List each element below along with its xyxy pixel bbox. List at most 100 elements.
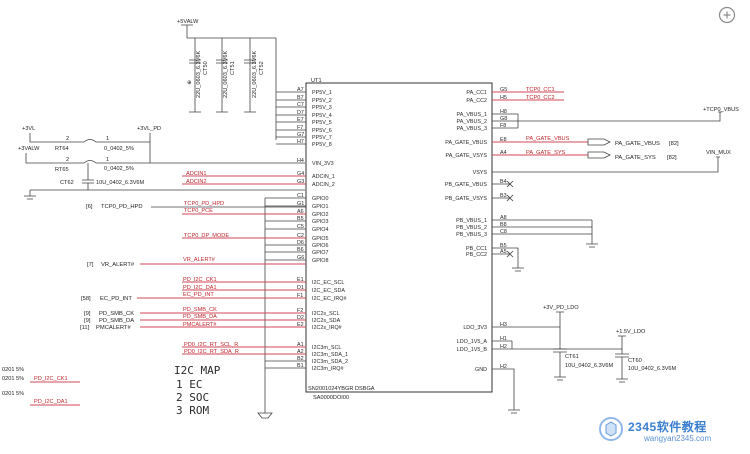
right-signal-nets: TCP0_CC1 TCP0_CC2 +TCP0_VBUS PA_GATE_VBU… — [492, 87, 739, 414]
chip-pin-name-right: PA_VBUS_1 — [457, 112, 487, 118]
chip-pin-ball-right: A5 — [500, 249, 507, 255]
rt65-pin2: 1 — [106, 157, 109, 163]
net-adcin2: ADCIN2 — [186, 179, 207, 185]
label-ec-pd-int: EC_PD_INT — [100, 296, 132, 302]
label-pd-smb-da: PD_SMB_DA — [99, 318, 134, 324]
net-tcp0-cc2: TCP0_CC2 — [526, 95, 555, 101]
ct60-ref: CT60 — [628, 358, 642, 364]
label-pmcalert: PMCALERT# — [96, 325, 131, 331]
chip-pin-ball-left: C1 — [297, 193, 304, 199]
left-power-section: +3VL +3VALW +3VL_PD 2 1 RT64 0_0402_5% 2… — [18, 126, 305, 200]
expand-icon[interactable] — [718, 6, 736, 24]
chip-pin-name-right: PB_CC2 — [466, 252, 487, 258]
chip-pin-name-left: GPIO7 — [312, 250, 328, 256]
chip-pin-name-left: I2C_EC_IRQ# — [312, 296, 346, 302]
rt64-pin1: 2 — [66, 136, 69, 142]
ct61-ref: CT61 — [565, 354, 579, 360]
chip-pin-ball-right: G8 — [500, 116, 507, 122]
i2c-map-item-1: 1 EC — [176, 378, 203, 391]
chip-pin-ball-left: A7 — [297, 87, 304, 93]
chip-pin-ball-left: F1 — [297, 293, 303, 299]
chip-pin-name-left: I2C3m_SDA_1 — [312, 352, 348, 358]
watermark-title: 2345软件教程 — [628, 420, 707, 434]
chip-pin-ball-right: C8 — [500, 229, 507, 235]
chip-pin-name-left: GPIO5 — [312, 236, 328, 242]
chip-pin-ball-left: C7 — [297, 102, 304, 108]
rt64-value: 0_0402_5% — [104, 146, 134, 152]
chip-pin-name-left: I2C3m_SCL — [312, 345, 341, 351]
net-pd-rt-sda: PD0_I2C_RT_SDA_R — [184, 349, 239, 355]
chip-pin-name-left: GPIO0 — [312, 196, 328, 202]
chip-pin-ball-right: H2 — [500, 364, 507, 370]
chip-ref: UT1 — [311, 78, 322, 84]
chip-pin-ball-right: A4 — [500, 150, 507, 156]
rt65-ref: RT65 — [55, 167, 69, 173]
chip-pin-ball-left: C5 — [297, 224, 304, 230]
power-label-3vl: +3VL — [22, 126, 35, 132]
chip-pin-name-left: I2C2s_SDA — [312, 318, 341, 324]
power-label-vin-mux: VIN_MUX — [706, 150, 731, 156]
power-label-1v5-ldo: +1.5V_LDO — [616, 329, 646, 335]
ref-9a: [9] — [84, 311, 91, 317]
top-power-section: +5VALW ⊕ 22U_0603_6.3V6K CT50 22U_0603_6… — [177, 19, 306, 145]
i2c-map-item-3: 3 ROM — [176, 404, 209, 417]
power-label-5valw: +5VALW — [177, 19, 199, 25]
chip-pin-ball-left: D6 — [297, 240, 304, 246]
chip-pin-ball-left: B5 — [297, 216, 304, 222]
pd-controller-chip — [305, 82, 493, 393]
chip-part-number: SN2001024YBGR DSBGA — [308, 386, 375, 392]
chip-pin-ball-right: A8 — [500, 215, 507, 221]
chip-pin-name-right: PB_GATE_VSYS — [445, 196, 487, 202]
ref-7: [7] — [87, 262, 94, 268]
chip-pin-ball-left: E7 — [297, 117, 304, 123]
chip-pin-name-right: PB_GATE_VBUS — [445, 182, 488, 188]
chip-pin-name-left: VIN_3V3 — [312, 161, 334, 167]
rt64-ref: RT64 — [55, 146, 69, 152]
net-ec-pd-int: EC_PD_INT — [183, 292, 214, 298]
chip-pin-name-right: PB_VBUS_2 — [456, 225, 487, 231]
cap-ct52-value: 22U_0603_6.3V6K — [252, 50, 258, 98]
cap-ct50-ref: CT50 — [203, 61, 209, 75]
power-label-tcp0-vbus: +TCP0_VBUS — [703, 107, 739, 113]
chip-pin-ball-left: G3 — [297, 179, 304, 185]
cap-ct51-ref: CT51 — [230, 61, 236, 75]
chip-pin-ball-left: H4 — [297, 158, 304, 164]
chip-pin-name-right: PB_VBUS_3 — [456, 232, 487, 238]
net-pd-smb-da: PD_SMB_DA — [183, 314, 217, 320]
chip-pin-name-right: LDO_1V5_B — [457, 347, 488, 353]
chip-pin-name-right: PA_CC2 — [466, 98, 487, 104]
chip-pin-ball-right: H8 — [500, 109, 507, 115]
chip-pin-name-left: GPIO1 — [312, 204, 328, 210]
chip-pin-name-left: PP5V_7 — [312, 135, 332, 141]
ct62-value: 10U_0402_6.3V6M — [96, 180, 145, 186]
chip-pin-ball-right: H1 — [500, 336, 507, 342]
net-pd-i2c-ck1: PD_I2C_CK1 — [183, 277, 217, 283]
ct60-value: 10U_0402_6.3V6M — [628, 366, 677, 372]
chip-pin-name-left: PP5V_4 — [312, 113, 332, 119]
chip-pin-ball-right: B3 — [500, 193, 507, 199]
chip-pin-ball-left: B7 — [297, 95, 304, 101]
chip-pin-name-right: PA_VBUS_3 — [457, 126, 487, 132]
net-vr-alert: VR_ALERT# — [183, 257, 216, 263]
net-pmcalert: PMCALERT# — [183, 322, 217, 328]
net-tcp0-pd-hpd: TCP0_PD_HPD — [184, 201, 224, 207]
bl-net-da1: PD_I2C_DA1 — [34, 399, 68, 405]
net-pd-i2c-da1: PD_I2C_DA1 — [183, 285, 217, 291]
chip-pin-name-left: PP5V_1 — [312, 90, 332, 96]
chip-pin-ball-left: G6 — [297, 255, 304, 261]
chip-pin-name-left: GPIO8 — [312, 258, 328, 264]
site-watermark: 2345软件教程 wangyan2345.com — [594, 412, 744, 450]
chip-pin-name-right: LDO_1V5_A — [457, 339, 488, 345]
chip-pin-ball-left: A1 — [297, 342, 304, 348]
ref-9b: [9] — [84, 318, 91, 324]
bottom-left-nets: 0201 5% 0201 5% PD_I2C_CK1 0201 5% PD_I2… — [2, 367, 80, 406]
chip-pin-ball-right: H5 — [500, 95, 507, 101]
chip-pin-ball-left: F2 — [297, 308, 303, 314]
chip-pin-ball-left: G4 — [297, 171, 304, 177]
chip-pin-ball-left: A6 — [297, 209, 304, 215]
net-pd-smb-ck: PD_SMB_CK — [183, 307, 217, 313]
chip-code: SA0000DOI00 — [313, 395, 349, 401]
